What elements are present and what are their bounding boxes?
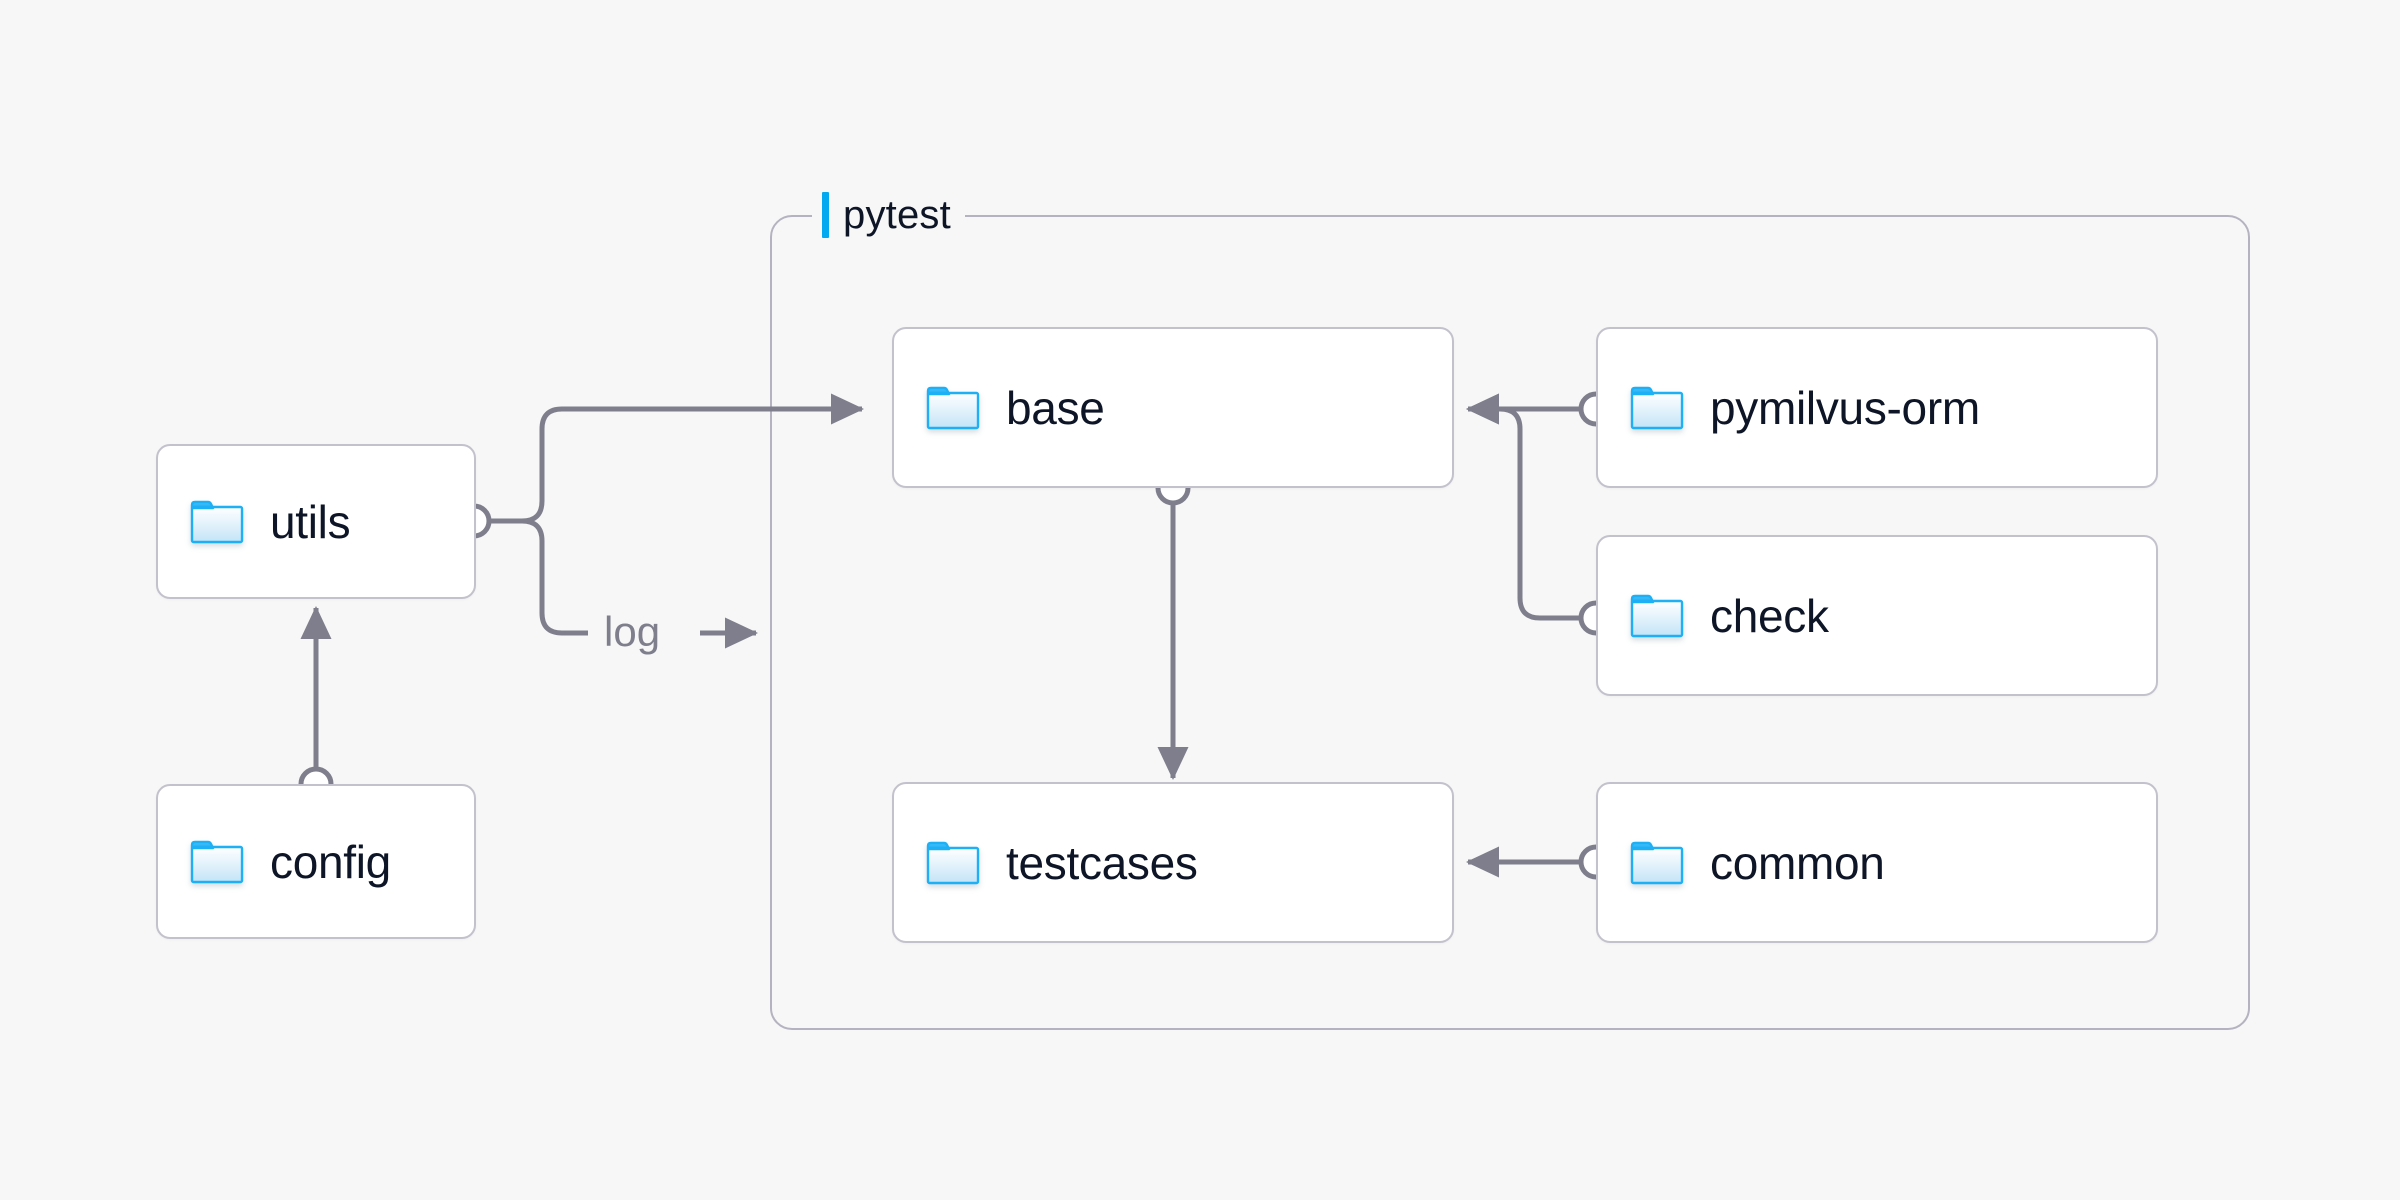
folder-icon [1630, 841, 1684, 884]
node-label: utils [270, 495, 351, 548]
node-label: pymilvus-orm [1710, 381, 1980, 434]
folder-icon [1630, 594, 1684, 637]
node-config[interactable]: config [156, 784, 476, 939]
node-utils[interactable]: utils [156, 444, 476, 599]
node-label: base [1006, 381, 1105, 434]
folder-icon [1630, 386, 1684, 429]
group-title-text: pytest [843, 193, 951, 237]
node-check[interactable]: check [1596, 535, 2158, 696]
node-label: common [1710, 836, 1885, 889]
node-label: testcases [1006, 836, 1198, 889]
group-label-pytest: pytest [812, 192, 965, 238]
node-common[interactable]: common [1596, 782, 2158, 943]
node-testcases[interactable]: testcases [892, 782, 1454, 943]
edge-config-utils [298, 605, 334, 802]
node-label: config [270, 835, 391, 888]
edge-label-log: log [604, 608, 661, 655]
accent-bar-icon [822, 192, 829, 238]
folder-icon [926, 841, 980, 884]
node-label: check [1710, 589, 1829, 642]
group-container-pytest[interactable] [770, 215, 2250, 1030]
node-base[interactable]: base [892, 327, 1454, 488]
node-pymilvus-orm[interactable]: pymilvus-orm [1596, 327, 2158, 488]
folder-icon [190, 500, 244, 543]
folder-icon [190, 840, 244, 883]
folder-icon [926, 386, 980, 429]
